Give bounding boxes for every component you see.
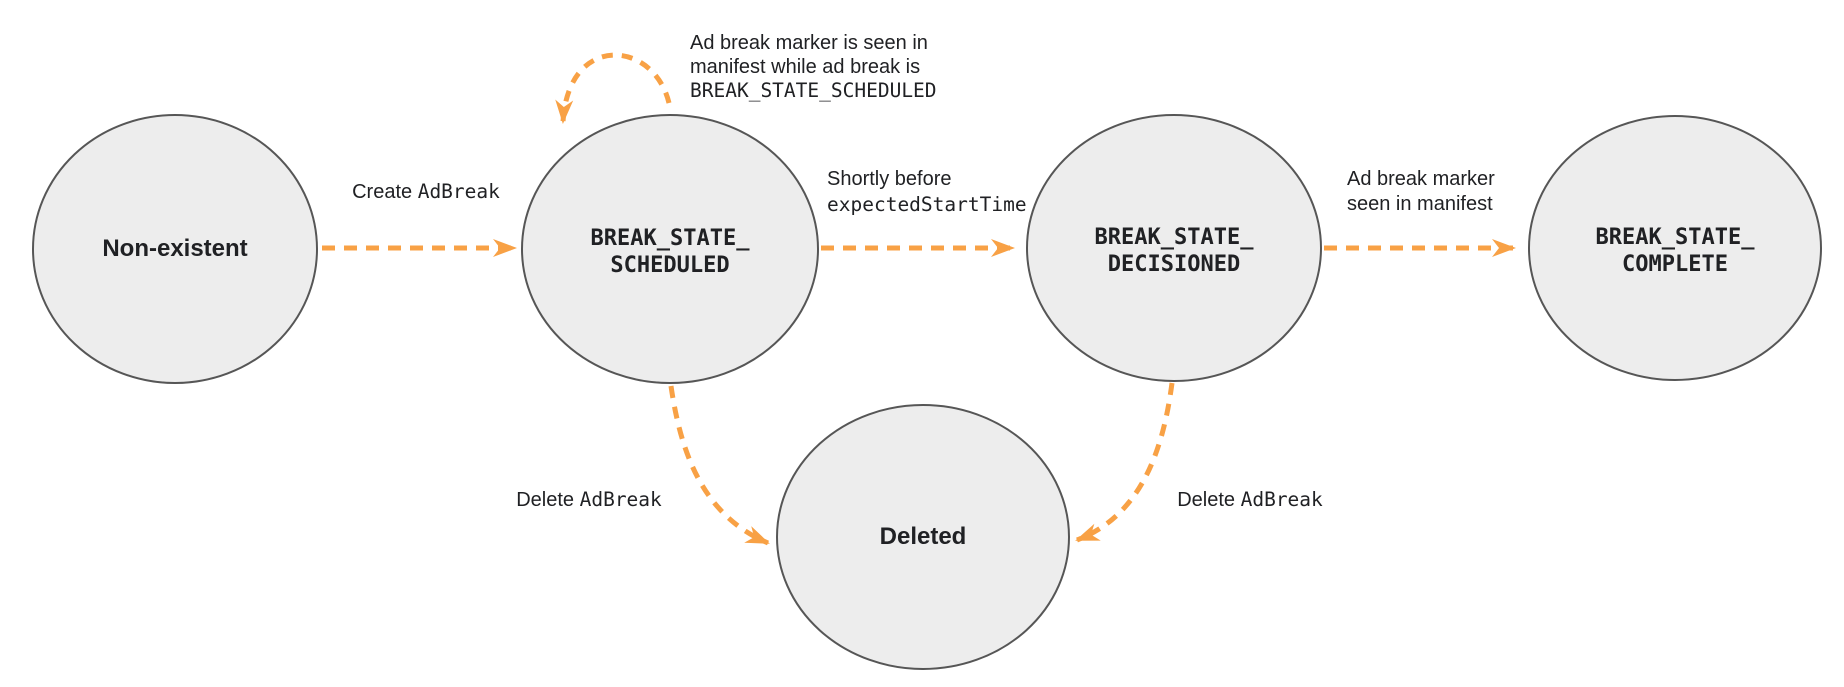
edge-label-line2: seen in manifest — [1347, 193, 1493, 215]
node-label-non-existent: Non-existent — [102, 235, 248, 262]
edge-label-delete-ad-break-right: Delete AdBreak — [1177, 487, 1323, 513]
edge-label-code: AdBreak — [579, 488, 662, 511]
edge-label-delete-ad-break-left: Delete AdBreak — [516, 487, 662, 513]
node-label-deleted: Deleted — [879, 523, 967, 550]
edge-label-text: Delete — [1177, 489, 1241, 511]
edge-self-loop-scheduled — [555, 52, 672, 124]
edge-label-create-ad-break: Create AdBreak — [352, 179, 500, 205]
edge-label-text: Create — [352, 181, 418, 203]
node-circle-break-state-scheduled — [521, 114, 819, 384]
edge-label-self-loop-scheduled: Ad break marker is seen in manifest whil… — [690, 31, 937, 103]
edge-label-line2: manifest while ad break is — [690, 56, 921, 78]
edge-label-marker-seen-in-manifest: Ad break marker seen in manifest — [1347, 167, 1495, 217]
node-circle-break-state-decisioned — [1026, 114, 1322, 382]
node-label-break-state-decisioned: BREAK_STATE_ DECISIONED — [1094, 225, 1254, 277]
edge-label-line1: Ad break marker is seen in — [690, 32, 928, 54]
edge-delete-ad-break-from-scheduled — [668, 385, 770, 546]
edge-label-code: AdBreak — [1240, 488, 1323, 511]
edge-label-shortly-before: Shortly before expectedStartTime — [827, 167, 1027, 218]
edge-label-line3-code: BREAK_STATE_SCHEDULED — [690, 79, 937, 102]
edge-label-line2-code: expectedStartTime — [827, 193, 1027, 216]
edge-label-text: Delete — [516, 489, 580, 511]
node-circle-break-state-complete — [1528, 115, 1822, 381]
edge-label-line1: Ad break marker — [1347, 168, 1495, 190]
edge-label-line1: Shortly before — [827, 168, 952, 190]
edge-delete-ad-break-from-decisioned — [1075, 382, 1175, 543]
node-label-break-state-complete: BREAK_STATE_ COMPLETE — [1595, 225, 1755, 277]
edge-label-code: AdBreak — [417, 180, 500, 203]
node-label-break-state-scheduled: BREAK_STATE_ SCHEDULED — [590, 226, 750, 278]
node-circle-non-existent — [32, 114, 318, 384]
node-circle-deleted — [776, 404, 1070, 670]
